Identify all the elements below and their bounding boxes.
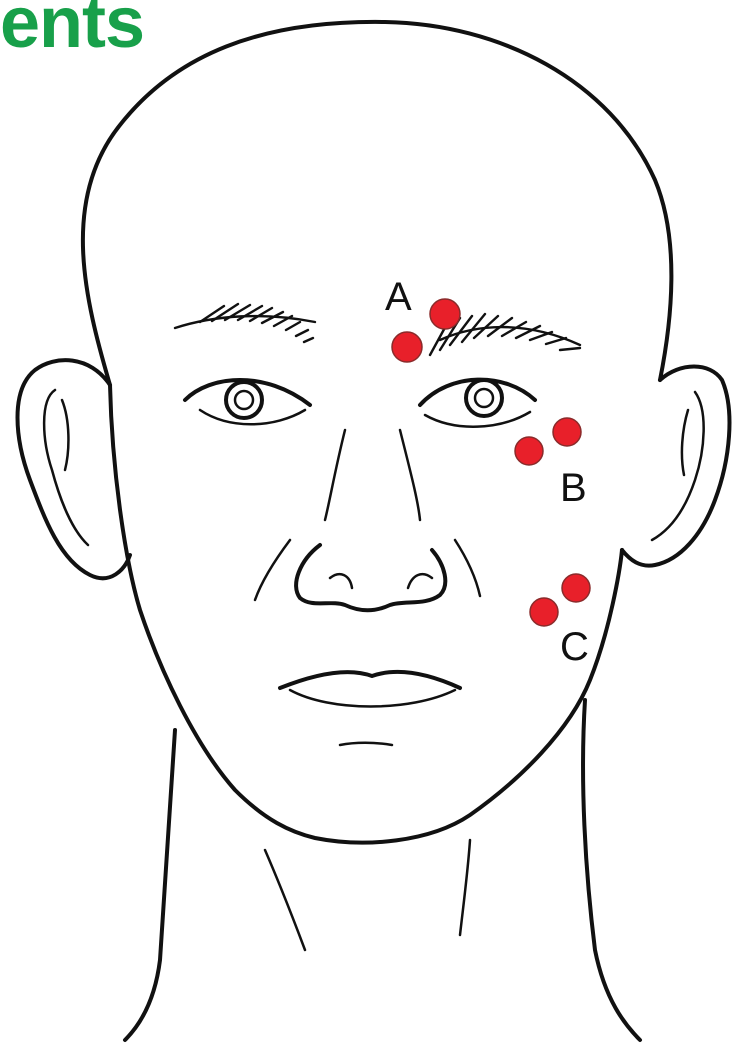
nose	[255, 430, 480, 610]
point-c2	[530, 598, 558, 626]
point-a2	[392, 332, 422, 362]
injection-points-c	[530, 574, 590, 626]
left-ear-inner	[44, 390, 88, 545]
label-c: C	[560, 625, 589, 669]
point-a1	[430, 299, 460, 329]
point-b1	[553, 418, 581, 446]
right-ear	[622, 367, 729, 566]
right-ear-inner	[652, 392, 704, 540]
left-eyebrow	[175, 304, 315, 342]
right-eye	[420, 380, 535, 427]
neck	[125, 700, 640, 1040]
left-ear	[18, 360, 131, 578]
label-b: B	[560, 466, 587, 510]
label-a: A	[385, 275, 412, 319]
point-c1	[562, 574, 590, 602]
point-b2	[515, 437, 543, 465]
injection-points-b	[515, 418, 581, 465]
left-eye	[185, 380, 310, 424]
mouth	[280, 672, 460, 745]
